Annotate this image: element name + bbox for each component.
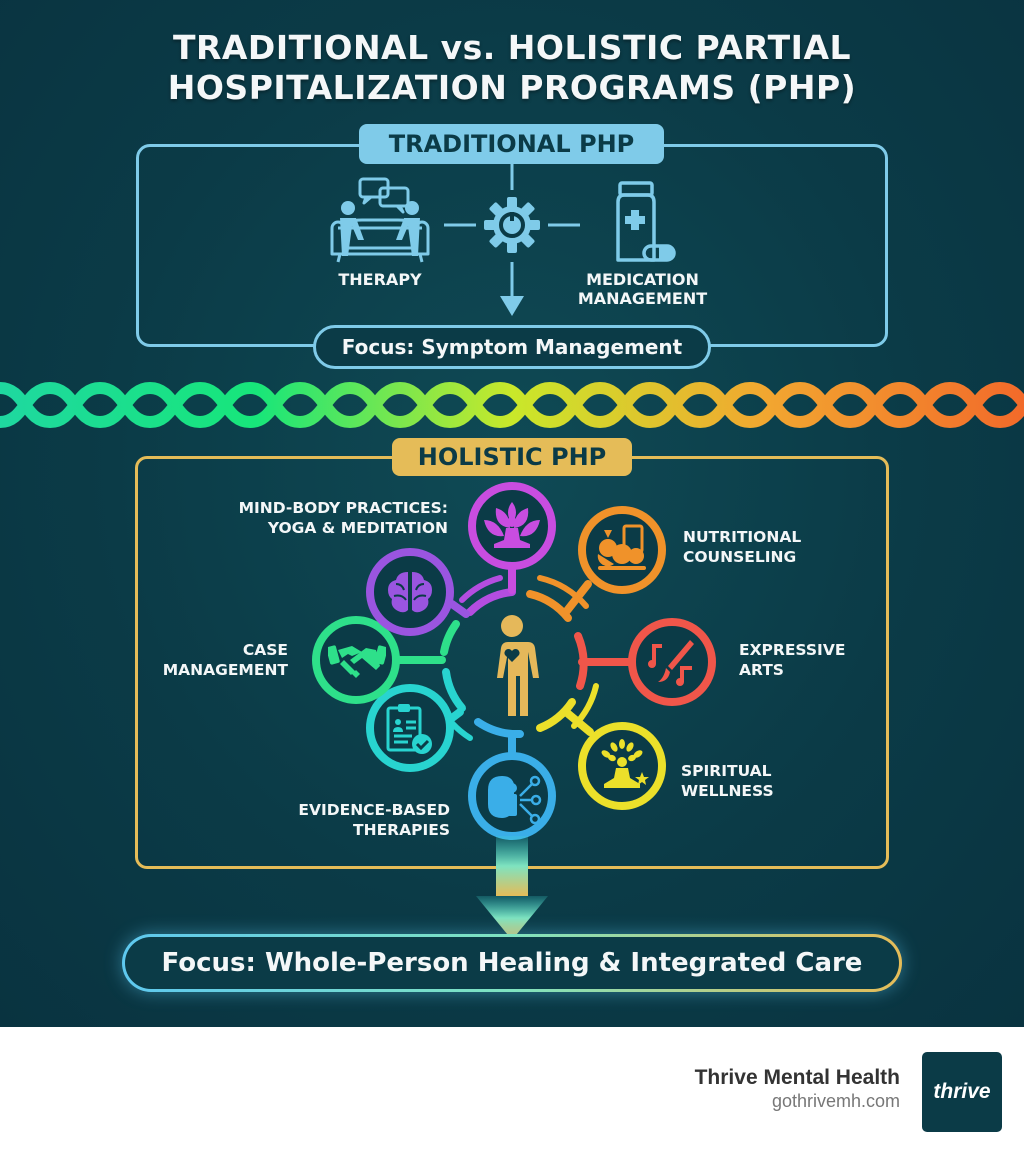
medication-management-label: MEDICATION MANAGEMENT <box>577 270 708 308</box>
brain-icon <box>388 572 432 613</box>
braided-rope-divider <box>0 381 1024 429</box>
traditional-php-tag: TRADITIONAL PHP <box>359 124 664 164</box>
person-heart-icon <box>496 615 539 716</box>
medicine-bottle-icon <box>616 181 676 262</box>
brand-url[interactable]: gothrivemh.com <box>771 1091 900 1111</box>
mind-body-practices-label: MIND-BODY PRACTICES: YOGA & MEDITATION <box>238 499 448 537</box>
fruit-bowl-icon <box>597 524 646 570</box>
evidence-based-therapies-label: EVIDENCE-BASED THERAPIES <box>298 801 450 839</box>
title-line-2: HOSPITALIZATION PROGRAMS (PHP) <box>167 68 857 107</box>
clipboard-check-icon <box>386 704 432 754</box>
infographic-canvas: TRADITIONAL vs. HOLISTIC PARTIAL HOSPITA… <box>0 0 1024 1027</box>
title-line-1: TRADITIONAL vs. HOLISTIC PARTIAL <box>172 28 852 67</box>
traditional-connectors <box>444 164 580 316</box>
down-arrow-icon <box>476 836 548 940</box>
symptom-management-focus: Focus: Symptom Management <box>313 325 711 369</box>
tree-meditation-icon <box>601 739 649 788</box>
thrive-logo: thrive <box>922 1052 1002 1132</box>
nutritional-counseling-label: NUTRITIONAL COUNSELING <box>683 528 802 566</box>
brand-footer: Thrive Mental Health gothrivemh.com thri… <box>0 1027 1024 1154</box>
brain-network-icon <box>488 775 542 824</box>
holistic-php-tag: HOLISTIC PHP <box>392 438 632 476</box>
page-title: TRADITIONAL vs. HOLISTIC PARTIAL HOSPITA… <box>0 28 1024 108</box>
therapy-couch-icon <box>330 177 430 263</box>
gear-icon <box>484 197 540 253</box>
expressive-arts-label: EXPRESSIVE ARTS <box>739 641 846 679</box>
brand-name: Thrive Mental Health <box>694 1066 900 1089</box>
paintbrush-music-icon <box>648 640 694 686</box>
whole-person-healing-focus: Focus: Whole-Person Healing & Integrated… <box>122 934 902 992</box>
lotus-meditation-icon <box>484 502 540 548</box>
spiritual-wellness-label: SPIRITUAL WELLNESS <box>681 762 774 800</box>
handshake-icon <box>328 645 386 678</box>
case-management-label: CASE MANAGEMENT <box>162 641 288 679</box>
therapy-label: THERAPY <box>338 270 422 289</box>
